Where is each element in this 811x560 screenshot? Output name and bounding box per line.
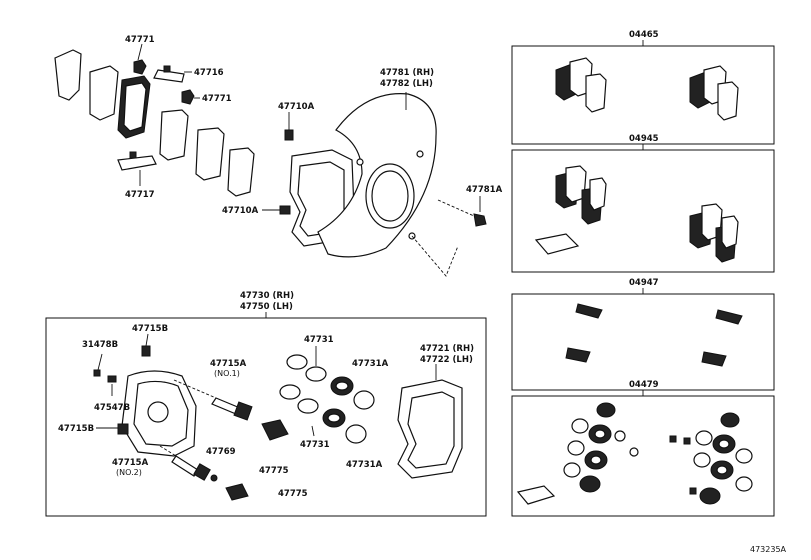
label-47722-lh: 47722 (LH) bbox=[420, 355, 473, 365]
label-47781-rh: 47781 (RH) bbox=[380, 68, 434, 78]
label-47771-top: 47771 bbox=[125, 35, 155, 45]
kit-04947-box bbox=[511, 293, 775, 391]
diagram-id: 473235A bbox=[750, 545, 787, 554]
label-47717: 47717 bbox=[125, 190, 155, 200]
label-47710A-top: 47710A bbox=[278, 102, 315, 112]
label-47715B-top: 47715B bbox=[132, 324, 168, 334]
label-47781A: 47781A bbox=[466, 185, 503, 195]
label-47730-rh: 47730 (RH) bbox=[240, 291, 294, 301]
label-47771-mid: 47771 bbox=[202, 94, 232, 104]
label-kit-04947: 04947 bbox=[629, 278, 659, 288]
label-47716: 47716 bbox=[194, 68, 224, 78]
label-47775-a: 47775 bbox=[259, 466, 289, 476]
label-47775-b: 47775 bbox=[278, 489, 308, 499]
label-47721-rh: 47721 (RH) bbox=[420, 344, 474, 354]
label-47769: 47769 bbox=[206, 447, 236, 457]
label-47731A-top: 47731A bbox=[352, 359, 389, 369]
label-47731-bottom: 47731 bbox=[300, 440, 330, 450]
dust-shield-group bbox=[317, 92, 487, 277]
label-kit-04465: 04465 bbox=[629, 30, 659, 40]
label-47715B-left: 47715B bbox=[58, 424, 94, 434]
piston-seal-group bbox=[279, 346, 375, 444]
kit-04945-pads bbox=[534, 165, 739, 263]
label-no1: (NO.1) bbox=[214, 369, 240, 378]
label-47710A-bottom: 47710A bbox=[222, 206, 259, 216]
label-no2: (NO.2) bbox=[116, 468, 142, 477]
kit-04947-clips bbox=[565, 303, 743, 367]
kit-04465-pads bbox=[555, 57, 739, 121]
label-47715A-no1: 47715A bbox=[210, 359, 247, 369]
brake-pad-group bbox=[54, 43, 255, 197]
label-31478B: 31478B bbox=[82, 340, 118, 350]
caliper-support-group bbox=[397, 364, 463, 479]
label-47782-lh: 47782 (LH) bbox=[380, 79, 433, 89]
label-47547B: 47547B bbox=[94, 403, 130, 413]
kit-04479-seals bbox=[516, 402, 753, 505]
label-47731-top: 47731 bbox=[304, 335, 334, 345]
label-47731A-bottom: 47731A bbox=[346, 460, 383, 470]
caliper-body-group bbox=[93, 333, 289, 501]
label-kit-04945: 04945 bbox=[629, 134, 659, 144]
label-47715A-no2: 47715A bbox=[112, 458, 149, 468]
label-kit-04479: 04479 bbox=[629, 380, 659, 390]
label-47750-lh: 47750 (LH) bbox=[240, 302, 293, 312]
